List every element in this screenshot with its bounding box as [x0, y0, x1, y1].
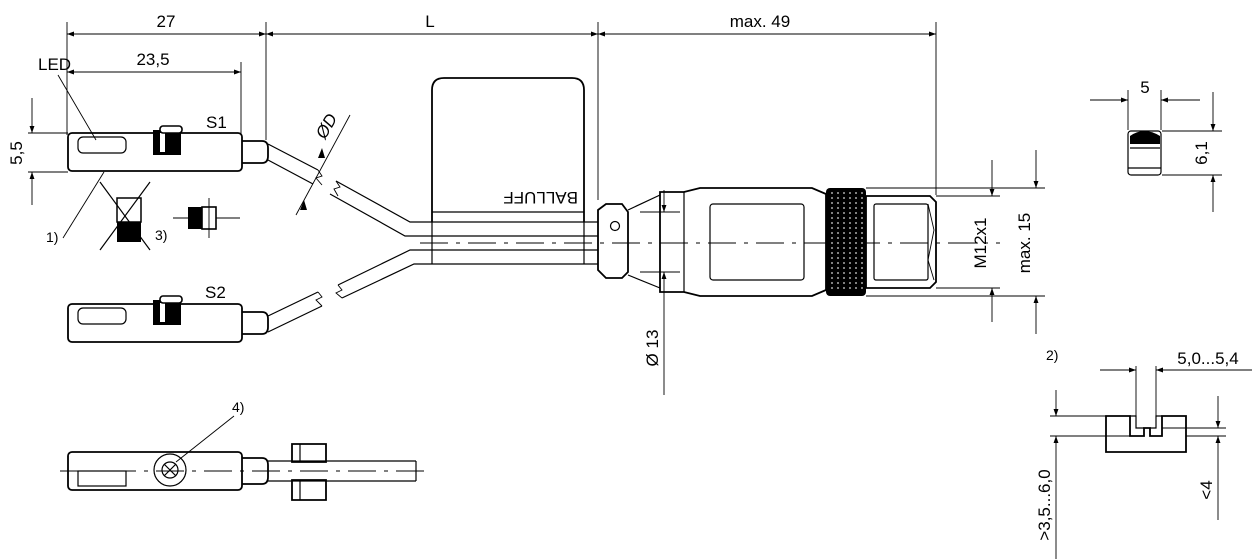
dim-label-23-5: 23,5 [136, 50, 169, 69]
sensor-s1: S1 [67, 113, 269, 172]
cables [267, 143, 1000, 333]
nut-diameter-dim: Ø 13 [640, 190, 680, 395]
dim-label-5-5: 5,5 [7, 141, 26, 165]
dim-label-slot-width: 5,0...5,4 [1177, 349, 1238, 368]
sensor-s2: S2 [67, 283, 269, 343]
top-dimensions: 27 L max. 49 23,5 [66, 12, 937, 200]
end-view: 5 6,1 [1090, 78, 1222, 212]
dim-label-diameter-d: ØD [312, 110, 342, 142]
knurl-pattern [831, 192, 863, 292]
dim-label-m12x1: M12x1 [971, 217, 990, 268]
dim-label-27: 27 [157, 12, 176, 31]
connector [597, 187, 937, 297]
note-3-label: 3) [155, 227, 167, 243]
dim-label-max49: max. 49 [730, 12, 790, 31]
side-view [60, 443, 432, 501]
note-2-label: 2) [1046, 347, 1058, 363]
dim-label-slot-depth: >3,5...6,0 [1035, 469, 1054, 540]
note-1-leader [62, 171, 105, 239]
sensor-s1-label: S1 [206, 113, 227, 132]
brand-label: BALLUFF [503, 188, 578, 207]
dim-label-slot-min: <4 [1197, 480, 1216, 499]
led-leader [57, 74, 97, 141]
marker-element [173, 198, 240, 238]
crossed-element [99, 181, 151, 251]
led-window-s1 [77, 136, 127, 154]
dim-label-6-1: 6,1 [1192, 141, 1211, 165]
dim-label-L: L [425, 12, 434, 31]
max-diameter-dim: max. 15 [866, 150, 1045, 334]
dim-label-diameter-13: Ø 13 [643, 330, 662, 367]
note-4-leader [175, 415, 235, 463]
height-dimension: 5,5 [7, 98, 68, 205]
sensor-s2-label: S2 [205, 283, 226, 302]
thread-dim: M12x1 [936, 160, 1000, 322]
dim-label-5: 5 [1140, 78, 1149, 97]
slot-profile: 2) 5,0...5,4 >3,5...6,0 <4 [1035, 347, 1252, 559]
note-4-label: 4) [232, 399, 244, 415]
note-1-label: 1) [46, 229, 58, 245]
dim-label-max15: max. 15 [1015, 213, 1034, 273]
splitter-body: BALLUFF [431, 77, 585, 264]
led-label: LED [38, 55, 71, 74]
